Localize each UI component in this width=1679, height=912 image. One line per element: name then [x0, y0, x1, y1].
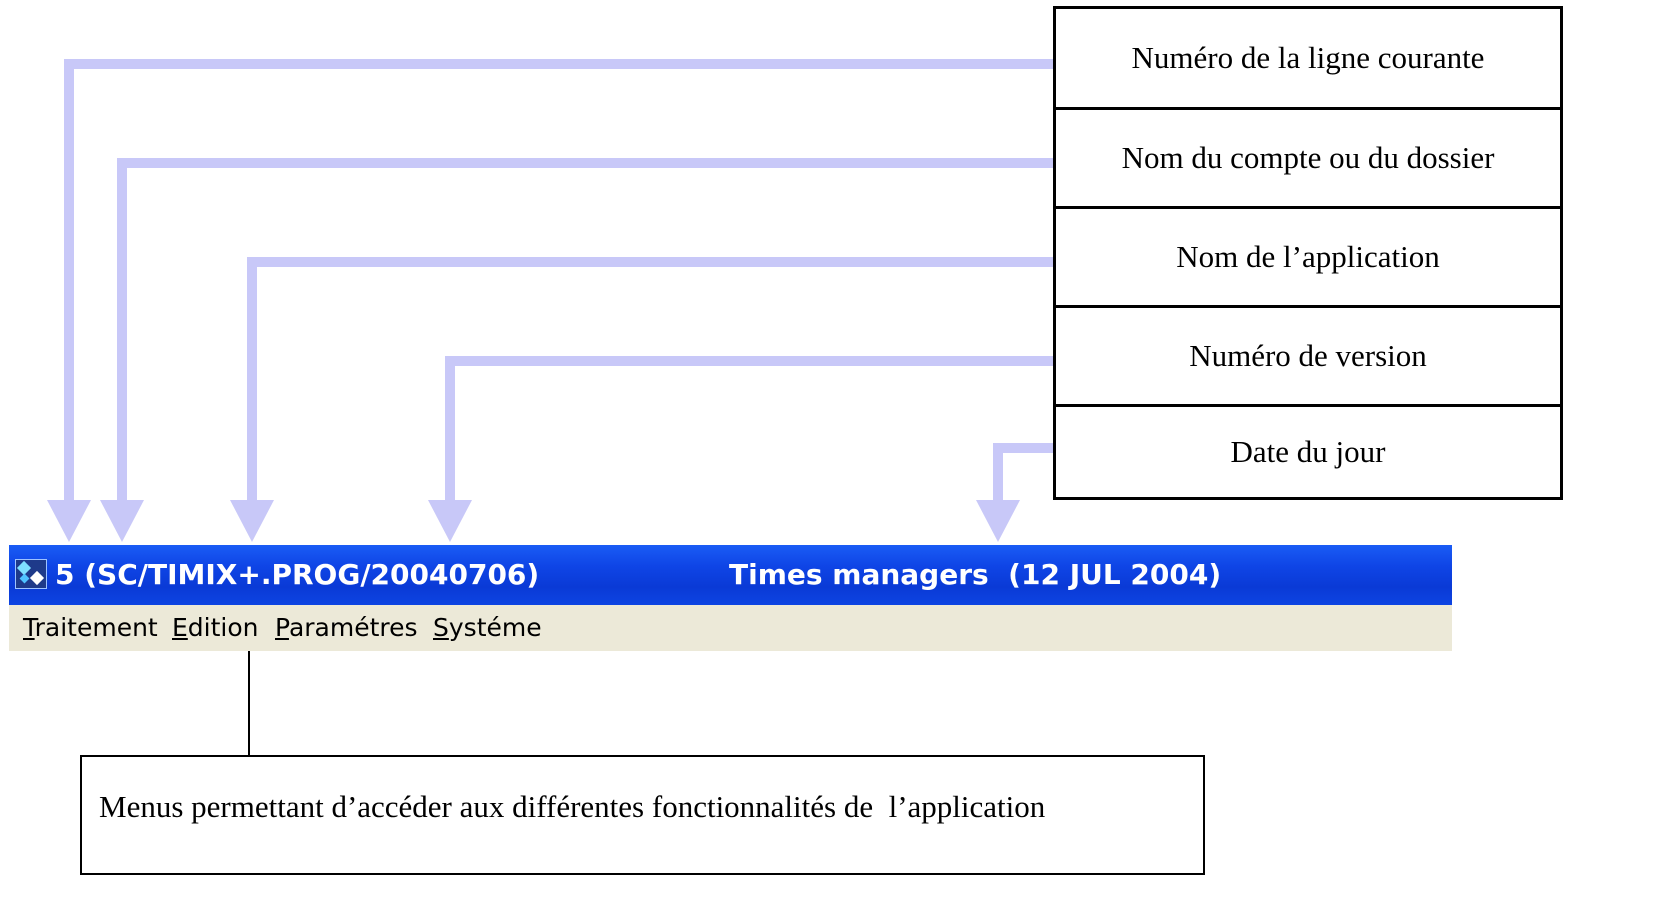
legend-label-version: Numéro de version	[1189, 338, 1427, 373]
connector-line-application	[247, 257, 1053, 505]
legend-cell-date: Date du jour	[1056, 407, 1560, 497]
menu-edition-label: dition	[187, 613, 259, 642]
menu-parametres-mnemonic: P	[275, 613, 289, 642]
arrowhead-version	[428, 500, 472, 542]
legend-cell-version: Numéro de version	[1056, 308, 1560, 407]
arrowhead-application	[230, 500, 274, 542]
legend-table: Numéro de la ligne courante Nom du compt…	[1053, 6, 1563, 500]
menu-traitement-label: raitement	[34, 613, 158, 642]
arrowhead-compte	[100, 500, 144, 542]
menu-callout-text: Menus permettant d’accéder aux différent…	[99, 789, 1046, 824]
legend-label-date: Date du jour	[1230, 434, 1386, 469]
window-title-right: Times managers (12 JUL 2004)	[729, 558, 1222, 591]
menu-parametres[interactable]: Paramétres	[275, 613, 418, 642]
menu-parametres-label: aramétres	[288, 613, 418, 642]
legend-label-ligne: Numéro de la ligne courante	[1131, 40, 1485, 75]
menu-traitement-mnemonic: T	[23, 613, 35, 642]
legend-cell-compte: Nom du compte ou du dossier	[1056, 110, 1560, 209]
menu-systeme-mnemonic: S	[433, 613, 449, 642]
app-icon[interactable]	[15, 559, 47, 589]
arrowhead-ligne	[47, 500, 91, 542]
menu-bar: Traitement Edition Paramétres Systéme	[9, 605, 1452, 651]
menu-edition[interactable]: Edition	[172, 613, 259, 642]
window-title-left: 5 (SC/TIMIX+.PROG/20040706)	[55, 558, 540, 591]
legend-label-compte: Nom du compte ou du dossier	[1121, 140, 1495, 175]
legend-label-application: Nom de l’application	[1176, 239, 1440, 274]
connector-line-version	[445, 356, 1053, 505]
connector-line-ligne	[64, 59, 1053, 505]
arrowhead-date	[976, 500, 1020, 542]
window-title-bar[interactable]: 5 (SC/TIMIX+.PROG/20040706) Times manage…	[9, 545, 1452, 605]
legend-cell-application: Nom de l’application	[1056, 209, 1560, 308]
menu-callout-box: Menus permettant d’accéder aux différent…	[80, 755, 1205, 875]
legend-cell-ligne: Numéro de la ligne courante	[1056, 9, 1560, 110]
menu-systeme[interactable]: Systéme	[433, 613, 542, 642]
connector-line-compte	[117, 158, 1053, 505]
menu-systeme-label: ystéme	[448, 613, 542, 642]
menu-edition-mnemonic: E	[172, 613, 188, 642]
menu-traitement[interactable]: Traitement	[23, 613, 158, 642]
connector-line-date	[993, 443, 1053, 505]
